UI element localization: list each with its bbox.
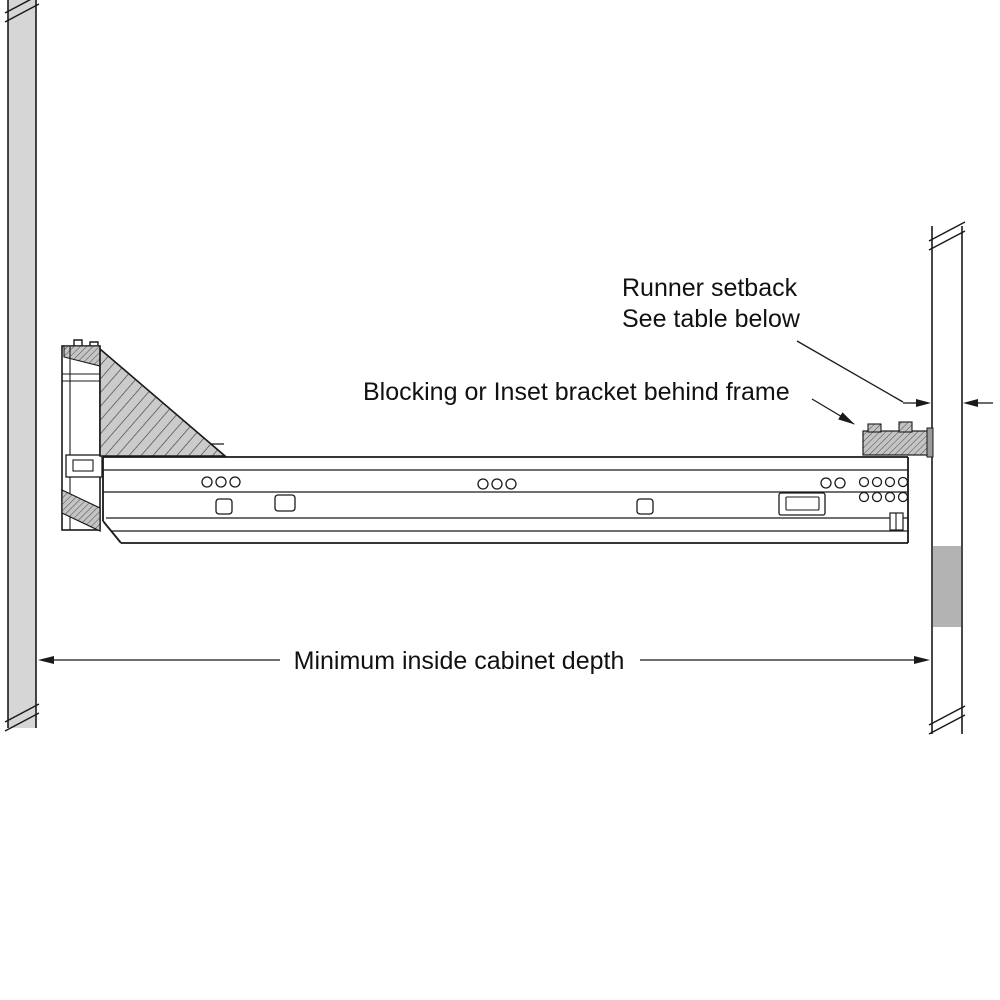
hole [858,476,870,488]
dimension-arrow-left-icon [38,656,54,664]
drawer-runner [102,443,909,544]
front-clip-detail [72,459,94,472]
hole [858,491,870,503]
break-line [4,0,32,14]
left-cabinet-panel [4,0,40,732]
break-line [4,712,40,732]
drawer-front-profile [61,339,103,532]
break-line [928,714,966,735]
break-line [928,705,966,726]
slot [274,494,296,512]
front-hook [73,339,83,346]
break-line [928,221,966,242]
hole [820,477,832,489]
hole [897,476,909,488]
inset-bracket [862,421,934,458]
runner-setback-label-line2: See table below [622,305,801,333]
hole [834,477,846,489]
blocking-label: Blocking or Inset bracket behind frame [363,378,790,406]
bracket-tab [898,421,913,433]
hole [477,478,489,490]
bracket-frame-attachment [926,427,934,458]
break-line [928,230,966,251]
hole [871,476,883,488]
min-depth-dimension [38,656,930,664]
dimension-arrow-right-icon [916,399,931,407]
bracket-tab [867,423,882,433]
hole [871,491,883,503]
right-panel-body [932,226,962,734]
break-line [4,3,40,23]
runner-setback-label-line1: Runner setback [622,274,798,302]
runner-front-taper [102,520,122,544]
dimension-arrow-right-icon [914,656,930,664]
latch-lever [785,496,820,511]
blocking-block [933,546,961,627]
hole [897,491,909,503]
front-profile-bottom-section [61,489,101,532]
right-frame-panel [928,221,966,735]
min-depth-label: Minimum inside cabinet depth [294,647,625,675]
runner-slots [215,492,904,531]
runner-setback-dimension [796,340,993,407]
slot [636,498,654,515]
hole [215,476,227,488]
hole [229,476,241,488]
slot [215,498,233,515]
front-hook [89,341,99,346]
hole [505,478,517,490]
hole [884,491,896,503]
setback-leader-line [796,340,904,403]
drawer-front-section-triangle [99,347,228,457]
dimension-arrow-left-icon [963,399,978,407]
hole [884,476,896,488]
rivet-holes [201,476,909,503]
left-panel-body [8,0,36,728]
break-line [4,703,40,723]
blocking-leader-arrow [811,398,855,425]
hole [201,476,213,488]
bracket-body [862,430,929,456]
hole [491,478,503,490]
